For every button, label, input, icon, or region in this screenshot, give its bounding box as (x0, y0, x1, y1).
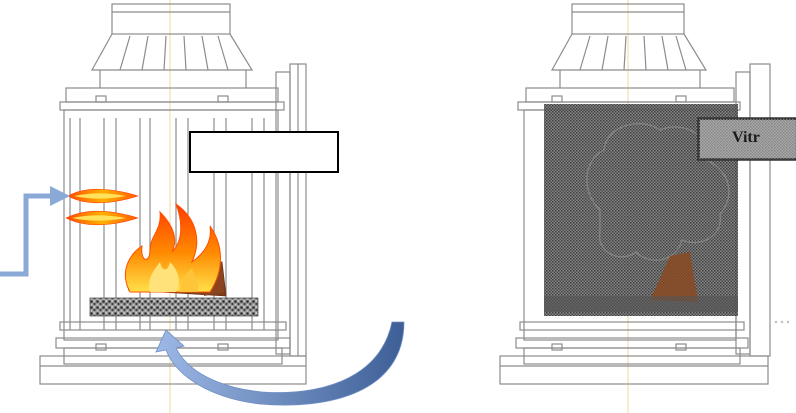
callout-box-right (697, 117, 796, 161)
air-return-arrow (155, 321, 405, 406)
air-inlet-arrow (0, 186, 70, 277)
flame-icon (124, 202, 221, 293)
smoke-cloud (586, 122, 730, 261)
callout-text-right: Vitr (732, 129, 760, 146)
fireplace-insert-left (39, 0, 307, 413)
callout-box-left (189, 131, 339, 173)
right-edge-marks (768, 320, 790, 324)
grate-icon (89, 297, 259, 317)
log-icon-right (650, 252, 698, 302)
air-jet-flames (65, 188, 140, 226)
